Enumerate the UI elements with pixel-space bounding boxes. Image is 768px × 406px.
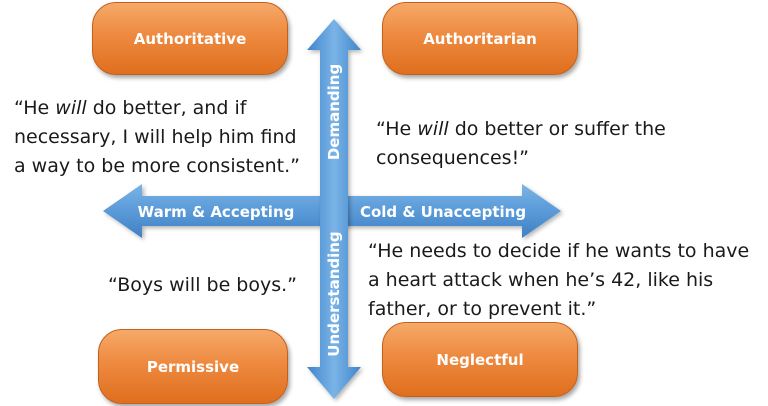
quote-line: a heart attack when he’s 42, like his	[368, 269, 714, 291]
quadrant-authoritative: Authoritative	[92, 2, 288, 75]
quote-line: consequences!”	[376, 147, 530, 169]
quote-line: “He will do better, and if	[14, 97, 247, 119]
axis-label-understanding: Understanding	[325, 231, 343, 356]
quadrant-permissive: Permissive	[98, 329, 288, 404]
quote-line: “He needs to decide if he wants to have	[368, 240, 750, 262]
vertical-double-arrow	[307, 19, 361, 399]
quadrant-authoritarian: Authoritarian	[382, 2, 578, 75]
axis-label-cold-unaccepting: Cold & Unaccepting	[360, 203, 526, 221]
quote-permissive: “Boys will be boys.”	[108, 271, 297, 300]
axis-label-warm-accepting: Warm & Accepting	[138, 203, 295, 221]
quote-authoritative: “He will do better, and if necessary, I …	[14, 94, 300, 181]
quote-authoritarian: “He will do better or suffer the consequ…	[376, 115, 666, 173]
quote-line: a way to be more consistent.”	[14, 155, 301, 177]
quote-neglectful: “He needs to decide if he wants to have …	[368, 237, 749, 324]
quadrant-neglectful: Neglectful	[382, 322, 578, 397]
quote-line: father, or to prevent it.”	[368, 298, 597, 320]
quote-line: “Boys will be boys.”	[108, 274, 298, 296]
quote-line: necessary, I will help him find	[14, 126, 297, 148]
quote-line: “He will do better or suffer the	[376, 118, 666, 140]
axis-label-demanding: Demanding	[325, 64, 343, 160]
